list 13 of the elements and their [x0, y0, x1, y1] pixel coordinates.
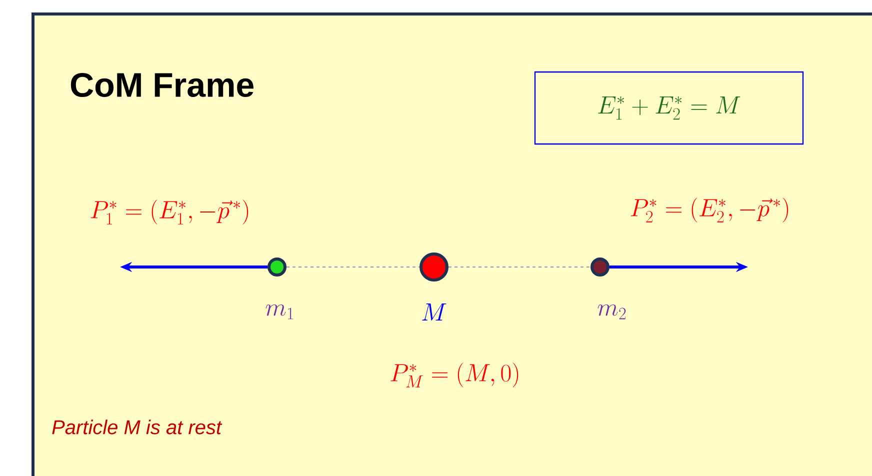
- equation-box: $E_1^* + E_2^* = M$: [534, 71, 804, 145]
- mass-label: $M$: [422, 304, 446, 320]
- connector-line: [286, 266, 420, 268]
- mass-label: $m_1$: [266, 304, 294, 320]
- momentum-formula: $P_M^* = (M, 0)$: [390, 362, 518, 388]
- particle-dot: [268, 258, 286, 276]
- connector-line: [448, 266, 591, 268]
- momentum-formula: $P_1^* = (E_1^*, -\vec{p}^{\,*})$: [90, 200, 248, 224]
- particle-dot: [590, 258, 610, 276]
- mass-label: $m_2$: [598, 304, 626, 320]
- note: Particle M is at rest: [52, 420, 222, 434]
- title: CoM Frame: [70, 72, 254, 98]
- momentum-formula: $P_2^* = (E_2^*, -\vec{p}^{\,*})$: [630, 198, 788, 222]
